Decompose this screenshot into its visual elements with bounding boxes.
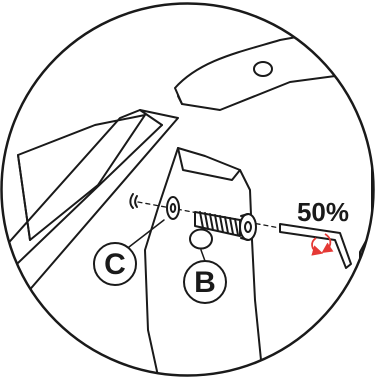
washer-c xyxy=(167,197,179,219)
washer-b xyxy=(190,230,212,249)
callout-label-c: C xyxy=(104,248,126,281)
upper-bracket-part xyxy=(175,22,375,110)
callout-label-b: B xyxy=(194,266,216,299)
step-percent-label: 50% xyxy=(297,197,349,227)
allen-key-icon xyxy=(280,224,351,268)
bracket-hole xyxy=(254,62,272,76)
hole-slot xyxy=(130,194,137,208)
